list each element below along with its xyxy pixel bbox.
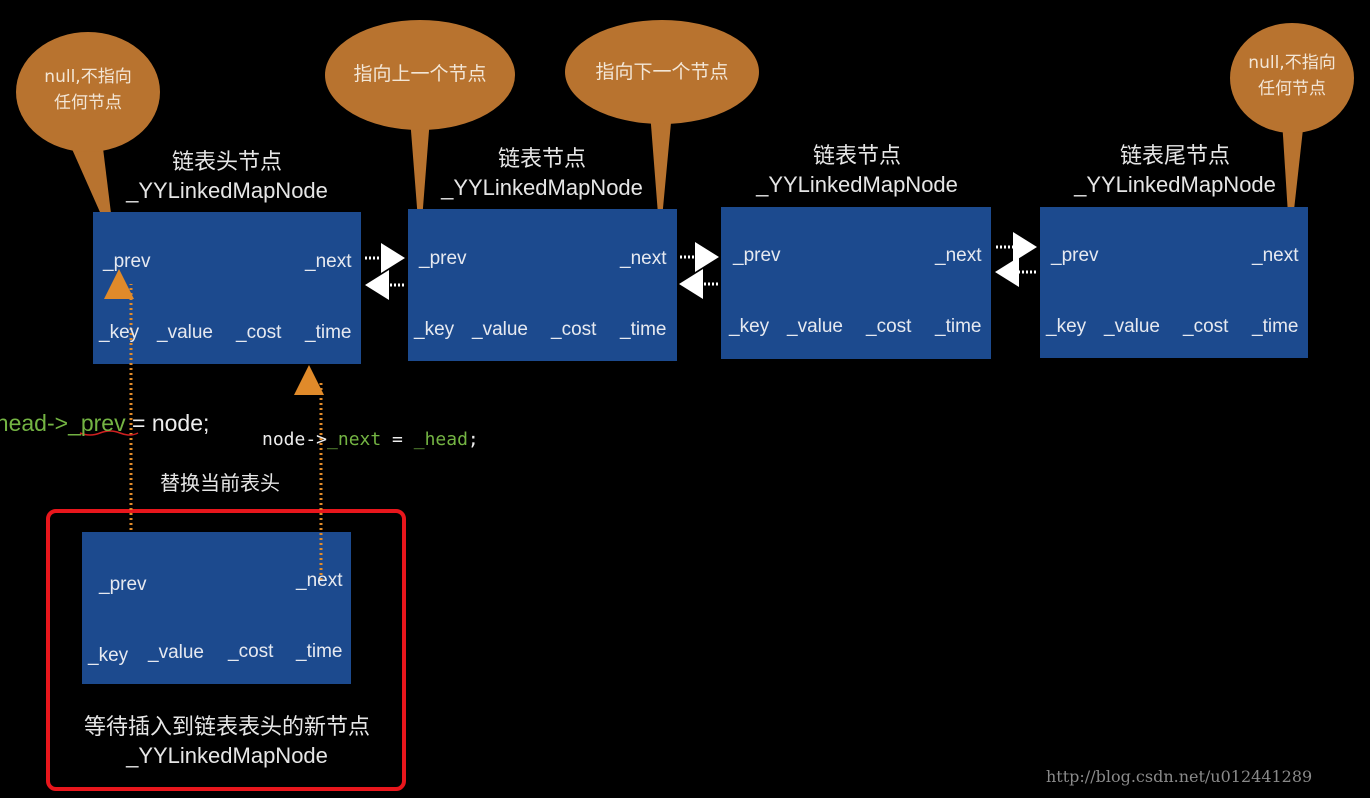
field-next: _next <box>305 251 352 272</box>
code-token: _head <box>413 429 468 450</box>
bubble-next: 指向下一个节点 <box>595 61 729 83</box>
new-node <box>82 532 351 684</box>
field-prev: _prev <box>99 574 147 595</box>
code-token: = <box>381 429 414 450</box>
node-head <box>93 212 361 364</box>
node-type: _YYLinkedMapNode <box>441 175 643 200</box>
node-type: _YYLinkedMapNode <box>1074 172 1276 197</box>
node-middle-2 <box>721 207 991 359</box>
field-key: _key <box>88 645 129 666</box>
bubble-line: null,不指向 <box>44 67 132 87</box>
field-next: _next <box>620 248 667 269</box>
field-value: _value <box>1104 316 1160 337</box>
new-node-caption: 等待插入到链表表头的新节点 <box>83 714 371 739</box>
field-value: _value <box>157 322 213 343</box>
field-value: _value <box>148 642 204 663</box>
code-token: _head-> <box>0 410 69 436</box>
field-time: _time <box>305 322 352 343</box>
code-token: _prev <box>68 410 126 436</box>
field-key: _key <box>99 322 140 343</box>
field-cost: _cost <box>551 319 597 340</box>
bubble-head-prev: null,不指向任何节点 <box>44 64 131 116</box>
field-time: _time <box>296 641 343 662</box>
field-prev: _prev <box>1051 245 1099 266</box>
new-node-highlight-frame <box>46 509 406 791</box>
field-next: _next <box>1252 245 1299 266</box>
code-head-prev: _head->_prev = node; <box>0 410 209 437</box>
code-node-next: node->_next = _head; <box>262 429 479 450</box>
watermark: http://blog.csdn.net/u012441289 <box>1046 767 1313 786</box>
code-token: = node; <box>125 410 210 436</box>
code-token: _next <box>327 429 382 450</box>
node-type: _YYLinkedMapNode <box>126 178 328 203</box>
bubble-line: 任何节点 <box>1258 79 1326 99</box>
field-time: _time <box>1252 316 1299 337</box>
field-next: _next <box>935 245 982 266</box>
code-token: node-> <box>262 429 328 450</box>
callout-bubbles <box>16 20 1354 246</box>
bubble-line: 任何节点 <box>54 93 122 113</box>
node-title: 链表头节点 <box>171 149 283 174</box>
link-arrows <box>365 232 1037 300</box>
node-tail <box>1040 207 1308 358</box>
replace-head-label: 替换当前表头 <box>160 473 280 495</box>
spellcheck-underline <box>79 430 139 436</box>
node-middle-1 <box>408 209 677 361</box>
field-key: _key <box>729 316 770 337</box>
node-title: 链表节点 <box>497 146 587 171</box>
node-type: _YYLinkedMapNode <box>756 172 958 197</box>
field-value: _value <box>472 319 528 340</box>
field-key: _key <box>1046 316 1087 337</box>
new-node-type: _YYLinkedMapNode <box>126 743 328 768</box>
field-time: _time <box>935 316 982 337</box>
field-next: _next <box>296 570 343 591</box>
field-time: _time <box>620 319 667 340</box>
field-cost: _cost <box>1183 316 1229 337</box>
bubble-line: null,不指向 <box>1248 53 1336 73</box>
field-cost: _cost <box>236 322 282 343</box>
node-title: 链表尾节点 <box>1119 143 1231 168</box>
bubble-tail-next: null,不指向任何节点 <box>1248 50 1335 102</box>
code-token: ; <box>467 429 479 450</box>
field-prev: _prev <box>419 248 467 269</box>
field-cost: _cost <box>866 316 912 337</box>
field-cost: _cost <box>228 641 274 662</box>
bubble-prev: 指向上一个节点 <box>353 63 487 85</box>
node-title: 链表节点 <box>812 143 902 168</box>
field-prev: _prev <box>103 251 151 272</box>
field-key: _key <box>414 319 455 340</box>
field-prev: _prev <box>733 245 781 266</box>
field-value: _value <box>787 316 843 337</box>
